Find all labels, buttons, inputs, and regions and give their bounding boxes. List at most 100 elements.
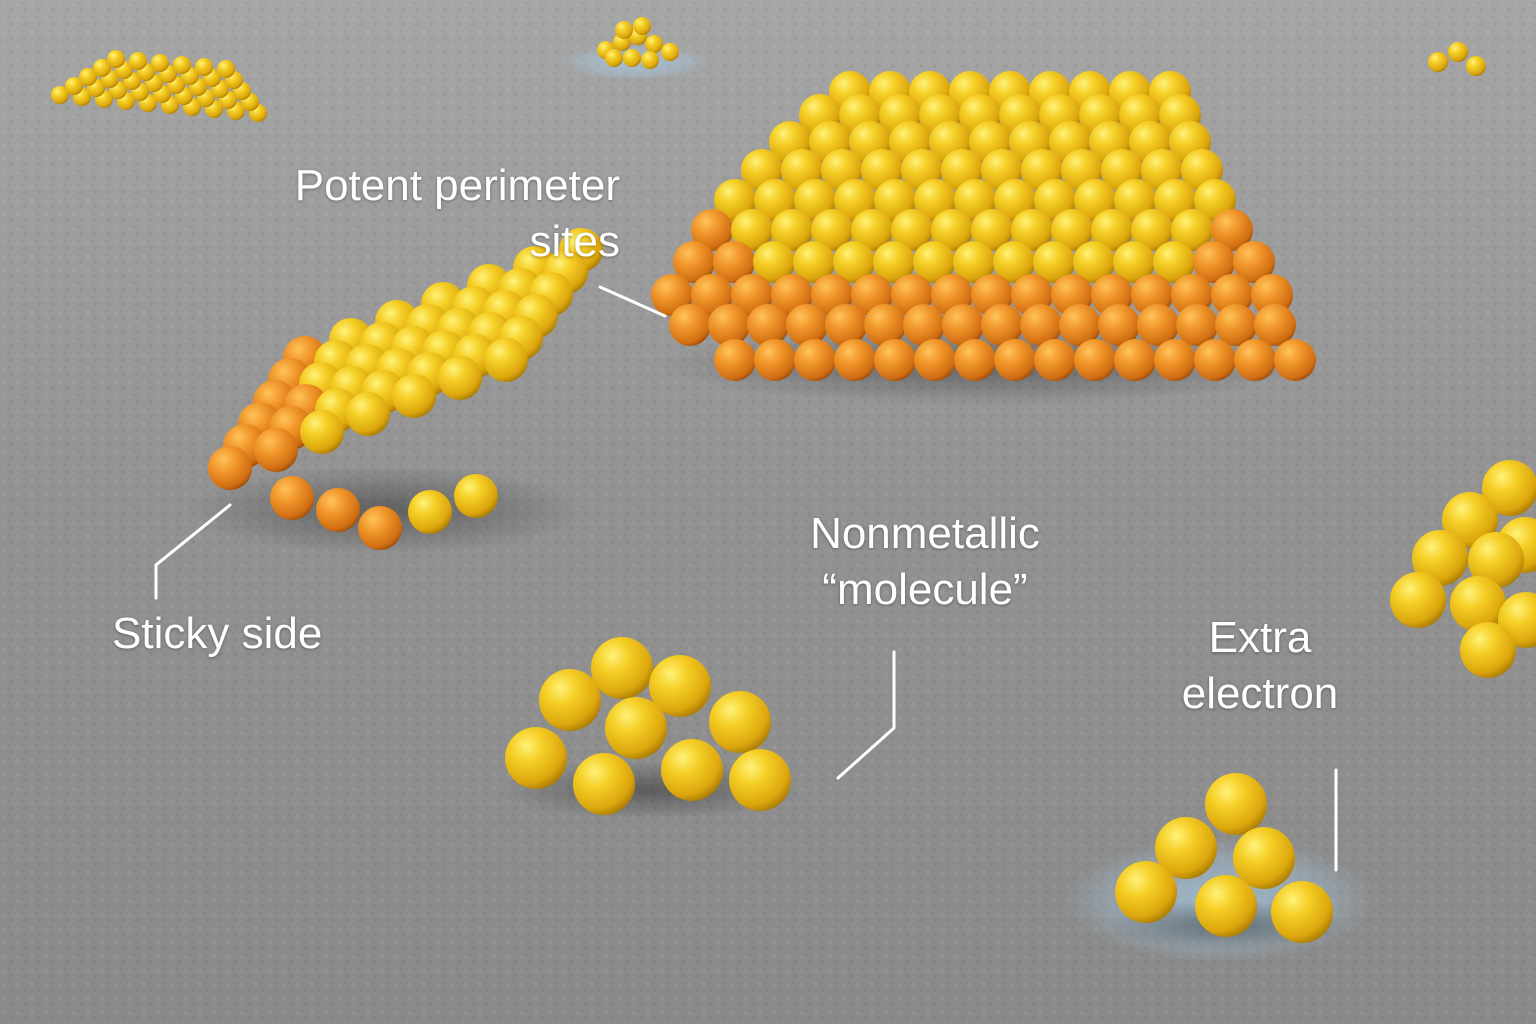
atom-right-edge bbox=[1442, 492, 1498, 548]
atom-background-right bbox=[1466, 56, 1486, 76]
atom-background-left bbox=[151, 54, 169, 72]
atom-layer bbox=[51, 17, 1536, 943]
atom-extra-electron bbox=[1271, 881, 1333, 943]
atom-gold bbox=[873, 241, 915, 283]
atom-perimeter-orange bbox=[708, 304, 750, 346]
atom-gold bbox=[1011, 209, 1053, 251]
atom-background-center bbox=[633, 17, 651, 35]
atom-perimeter-orange bbox=[864, 304, 906, 346]
atom-gold bbox=[1033, 241, 1075, 283]
atom-gold bbox=[891, 209, 933, 251]
atom-sticky-orange bbox=[254, 428, 298, 472]
atom-background-left bbox=[51, 86, 69, 104]
atom-perimeter-orange bbox=[1114, 339, 1156, 381]
atom-perimeter-orange bbox=[874, 339, 916, 381]
atom-background-left bbox=[129, 52, 147, 70]
atom-background-center bbox=[645, 35, 663, 53]
atom-right-edge bbox=[1468, 532, 1524, 588]
label-extra-electron: Extra electron bbox=[1150, 610, 1370, 722]
atom-sticky-gold bbox=[300, 410, 344, 454]
atom-perimeter-orange bbox=[786, 304, 828, 346]
leader-line-nonmetallic bbox=[836, 650, 896, 780]
atom-extra-electron bbox=[1155, 817, 1217, 879]
atom-right-edge bbox=[1482, 460, 1536, 516]
atom-perimeter-orange bbox=[1176, 304, 1218, 346]
label-perimeter-line1: Potent perimeter bbox=[294, 161, 620, 210]
atom-sticky-gold bbox=[408, 490, 452, 534]
atom-perimeter-orange bbox=[834, 339, 876, 381]
atom-perimeter-orange bbox=[954, 339, 996, 381]
atom-molecule bbox=[649, 655, 711, 717]
atom-gold bbox=[1153, 241, 1195, 283]
atom-perimeter-orange bbox=[1034, 339, 1076, 381]
atom-gold bbox=[1131, 209, 1173, 251]
atom-background-left bbox=[217, 60, 235, 78]
atom-gold bbox=[793, 241, 835, 283]
atom-gold bbox=[851, 209, 893, 251]
atom-background-center bbox=[623, 49, 641, 67]
atom-gold bbox=[1051, 209, 1093, 251]
atom-perimeter-orange bbox=[1233, 241, 1275, 283]
atom-background-center bbox=[605, 49, 623, 67]
atom-perimeter-orange bbox=[754, 339, 796, 381]
atom-perimeter-orange bbox=[942, 304, 984, 346]
atom-perimeter-orange bbox=[1194, 339, 1236, 381]
atom-molecule bbox=[605, 697, 667, 759]
label-extra-line2: electron bbox=[1181, 669, 1339, 718]
atom-background-center bbox=[615, 21, 633, 39]
atom-background-left bbox=[79, 68, 97, 86]
atom-extra-electron bbox=[1195, 875, 1257, 937]
atom-sticky-gold bbox=[438, 356, 482, 400]
atom-gold bbox=[731, 209, 773, 251]
atom-background-right bbox=[1428, 52, 1448, 72]
atom-molecule bbox=[539, 669, 601, 731]
atom-background-center bbox=[641, 51, 659, 69]
label-sticky-side: Sticky side bbox=[112, 606, 402, 662]
atom-gold bbox=[993, 241, 1035, 283]
leader-lines bbox=[154, 285, 1338, 872]
atom-right-edge bbox=[1450, 576, 1506, 632]
atom-sticky-gold bbox=[346, 392, 390, 436]
atom-gold bbox=[931, 209, 973, 251]
label-nonmetallic-line2: “molecule” bbox=[822, 565, 1028, 614]
atom-background-left bbox=[195, 58, 213, 76]
atom-sticky-orange bbox=[316, 488, 360, 532]
atom-perimeter-orange bbox=[903, 304, 945, 346]
atom-gold bbox=[953, 241, 995, 283]
atom-background-left bbox=[93, 59, 111, 77]
atom-perimeter-orange bbox=[1193, 241, 1235, 283]
label-potent-perimeter-sites: Potent perimeter sites bbox=[180, 158, 620, 270]
atom-perimeter-orange bbox=[747, 304, 789, 346]
atom-perimeter-orange bbox=[1211, 209, 1253, 251]
atom-perimeter-orange bbox=[673, 241, 715, 283]
label-extra-line1: Extra bbox=[1208, 613, 1312, 662]
atom-sticky-gold bbox=[484, 338, 528, 382]
atom-perimeter-orange bbox=[994, 339, 1036, 381]
atom-perimeter-orange bbox=[1274, 339, 1316, 381]
atom-molecule bbox=[709, 691, 771, 753]
label-perimeter-line2: sites bbox=[529, 217, 620, 266]
atom-perimeter-orange bbox=[1098, 304, 1140, 346]
atom-perimeter-orange bbox=[914, 339, 956, 381]
atom-gold bbox=[1171, 209, 1213, 251]
atom-perimeter-orange bbox=[1154, 339, 1196, 381]
atom-perimeter-orange bbox=[1074, 339, 1116, 381]
atom-perimeter-orange bbox=[669, 304, 711, 346]
atom-sticky-gold bbox=[454, 474, 498, 518]
atom-perimeter-orange bbox=[1254, 304, 1296, 346]
atom-perimeter-orange bbox=[794, 339, 836, 381]
atom-gold bbox=[1091, 209, 1133, 251]
atom-sticky-orange bbox=[358, 506, 402, 550]
atom-gold bbox=[811, 209, 853, 251]
atom-sticky-gold bbox=[392, 374, 436, 418]
atom-extra-electron bbox=[1205, 773, 1267, 835]
atom-extra-electron bbox=[1115, 861, 1177, 923]
atom-gold bbox=[913, 241, 955, 283]
atom-perimeter-orange bbox=[713, 241, 755, 283]
atom-background-left bbox=[173, 56, 191, 74]
atom-perimeter-orange bbox=[981, 304, 1023, 346]
atom-perimeter-orange bbox=[825, 304, 867, 346]
atom-perimeter-orange bbox=[714, 339, 756, 381]
label-sticky-line1: Sticky side bbox=[112, 609, 323, 658]
